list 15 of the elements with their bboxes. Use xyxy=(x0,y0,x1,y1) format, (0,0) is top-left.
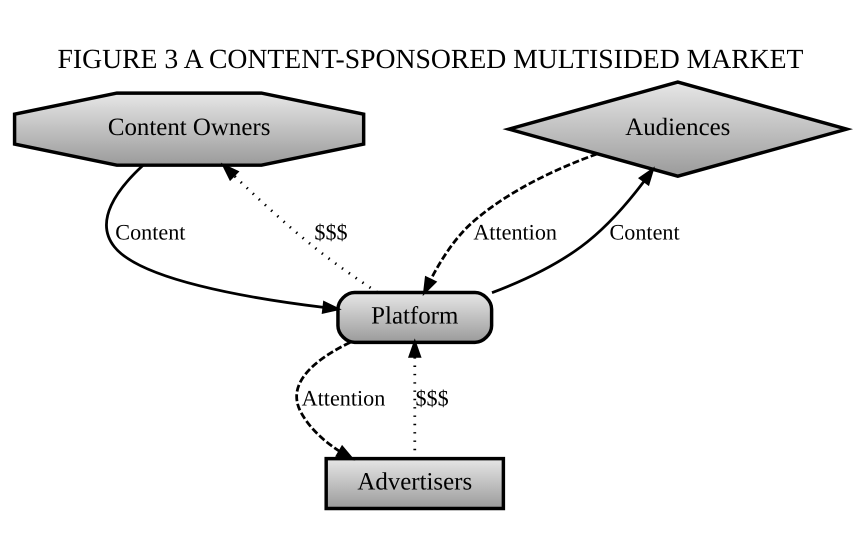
arrow xyxy=(105,164,342,314)
edge-label: Content xyxy=(610,219,680,244)
node-box: Platform xyxy=(336,290,494,344)
arrow xyxy=(422,152,598,296)
arrow xyxy=(220,162,378,293)
node-diamond: Audiences xyxy=(502,80,853,178)
arrow xyxy=(492,166,655,294)
arrow xyxy=(295,340,356,460)
edge-label: Attention xyxy=(302,385,386,410)
node-box: Advertisers xyxy=(324,456,506,510)
diagram-title: FIGURE 3 A CONTENT-SPONSORED MULTISIDED MARKET xyxy=(58,42,804,74)
edge-label: Content xyxy=(115,219,186,244)
edge-label: $$$ xyxy=(314,219,348,244)
edge-label: $$$ xyxy=(415,385,449,410)
edge-label: Attention xyxy=(473,219,557,244)
